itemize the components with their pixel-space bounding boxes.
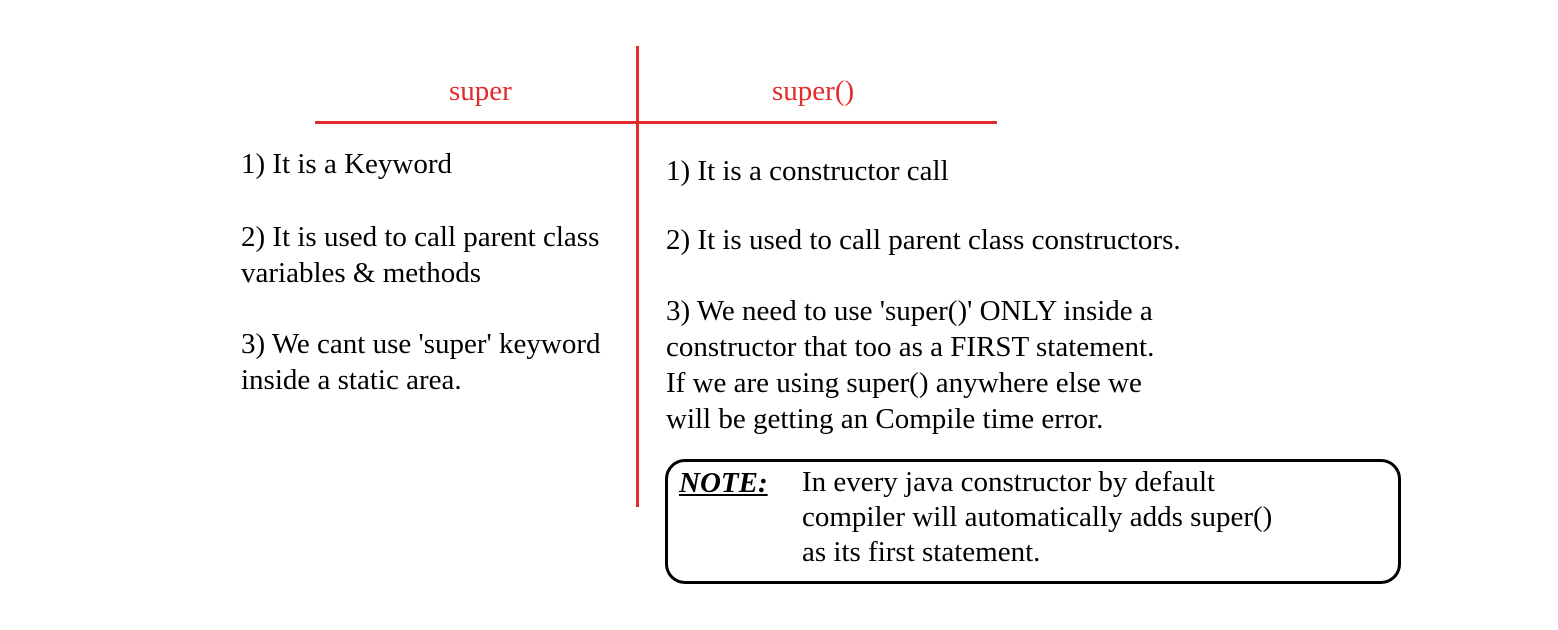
note-line-3: as its first statement. [802, 536, 1041, 568]
note-line-2: compiler will automatically adds super() [802, 501, 1273, 533]
left-item-3-line-2: inside a static area. [241, 364, 462, 396]
note-text: In every java constructor by default com… [802, 465, 1272, 570]
left-item-3-line-1: 3) We cant use 'super' keyword [241, 328, 601, 360]
left-item-2: 2) It is used to call parent class varia… [241, 219, 599, 291]
right-item-2-line-1: 2) It is used to call parent class const… [666, 224, 1181, 256]
header-divider [315, 121, 997, 124]
right-item-3-line-1: 3) We need to use 'super()' ONLY inside … [666, 295, 1153, 327]
left-item-1: 1) It is a Keyword [241, 146, 452, 182]
left-item-2-line-1: 2) It is used to call parent class [241, 221, 600, 253]
note-line-1: In every java constructor by default [802, 466, 1216, 498]
right-item-3-line-2: constructor that too as a FIRST statemen… [666, 331, 1155, 363]
note-box [665, 459, 1401, 584]
note-label: NOTE: [679, 467, 768, 499]
right-item-1-line-1: 1) It is a constructor call [666, 155, 949, 187]
heading-super: super [449, 75, 512, 107]
left-item-1-line-1: 1) It is a Keyword [241, 148, 453, 180]
left-item-2-line-2: variables & methods [241, 257, 482, 289]
right-item-3-line-4: will be getting an Compile time error. [666, 403, 1104, 435]
left-item-3: 3) We cant use 'super' keyword inside a … [241, 326, 601, 398]
right-item-3: 3) We need to use 'super()' ONLY inside … [666, 293, 1154, 437]
right-item-2: 2) It is used to call parent class const… [666, 222, 1181, 258]
right-item-1: 1) It is a constructor call [666, 153, 949, 189]
column-divider [636, 46, 639, 507]
right-item-3-line-3: If we are using super() anywhere else we [666, 367, 1142, 399]
heading-super-call: super() [772, 75, 855, 107]
